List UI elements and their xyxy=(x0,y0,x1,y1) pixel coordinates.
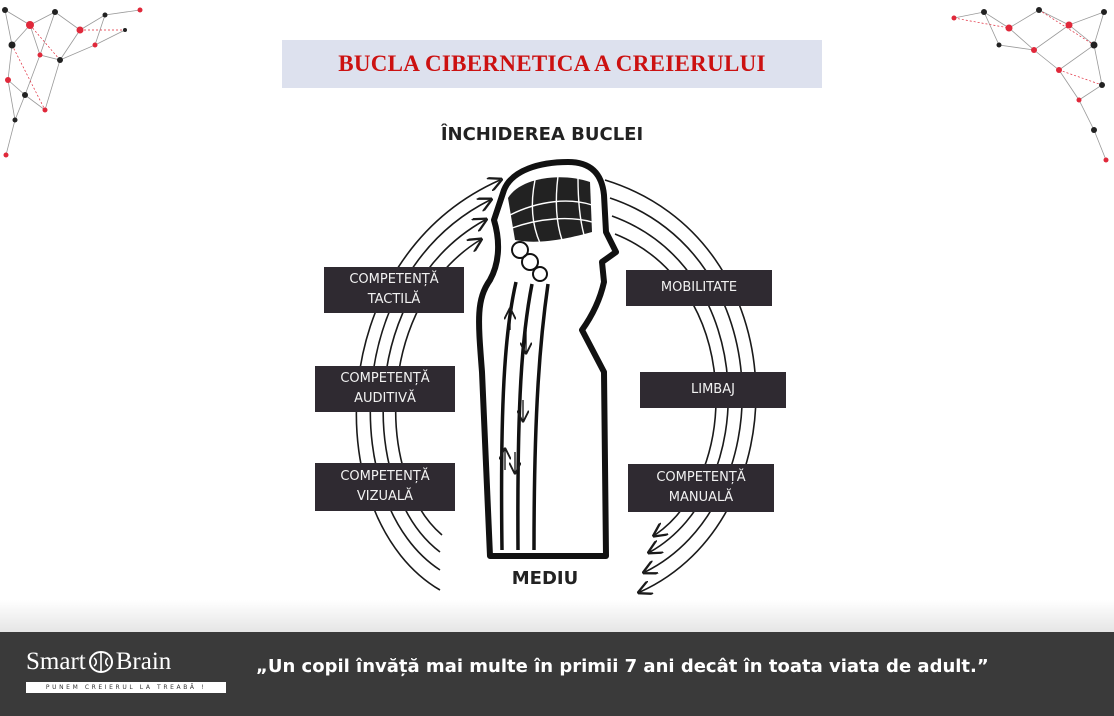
network-decoration-right xyxy=(951,7,1109,163)
title-banner: BUCLA CIBERNETICA A CREIERULUI xyxy=(282,40,822,88)
logo-word-brain: Brain xyxy=(115,648,172,675)
box-limbaj: LIMBAJ xyxy=(640,372,786,408)
box-mobilitate: MOBILITATE xyxy=(626,270,772,306)
cybernetic-loop-diagram xyxy=(355,159,757,632)
human-profile-figure xyxy=(476,159,619,559)
footer-quote: „Un copil învăță mai multe în primii 7 a… xyxy=(256,656,989,677)
logo-word-smart: Smart xyxy=(26,648,86,675)
diagram-title: BUCLA CIBERNETICA A CREIERULUI xyxy=(338,51,766,76)
bottom-label: MEDIU xyxy=(511,568,579,589)
smart-brain-logo: Smart Brain PUNEM CREIERUL LA TREABĂ ! xyxy=(26,648,226,693)
footer-shadow xyxy=(0,600,1114,632)
footer-bar: Smart Brain PUNEM CREIERUL LA TREABĂ ! „… xyxy=(0,632,1114,716)
network-decoration-left xyxy=(2,7,143,158)
top-label: ÎNCHIDEREA BUCLEI xyxy=(440,124,644,145)
brain-icon xyxy=(88,651,113,673)
logo-tagline: PUNEM CREIERUL LA TREABĂ ! xyxy=(26,682,226,693)
